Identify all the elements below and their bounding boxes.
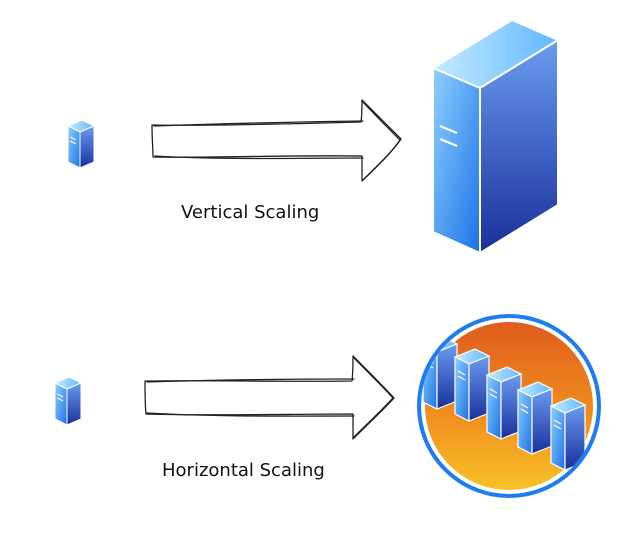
- vertical-scaling-arrow-icon: [151, 99, 402, 182]
- horizontal-scaling-arrow-icon: [144, 355, 395, 440]
- large-server-icon: [430, 18, 561, 255]
- small-server-icon-bottom: [54, 376, 82, 426]
- horizontal-scaling-label: Horizontal Scaling: [162, 460, 325, 481]
- small-server-icon-top: [67, 119, 95, 169]
- server-cluster-icon: [417, 314, 601, 498]
- vertical-scaling-label: Vertical Scaling: [181, 202, 320, 223]
